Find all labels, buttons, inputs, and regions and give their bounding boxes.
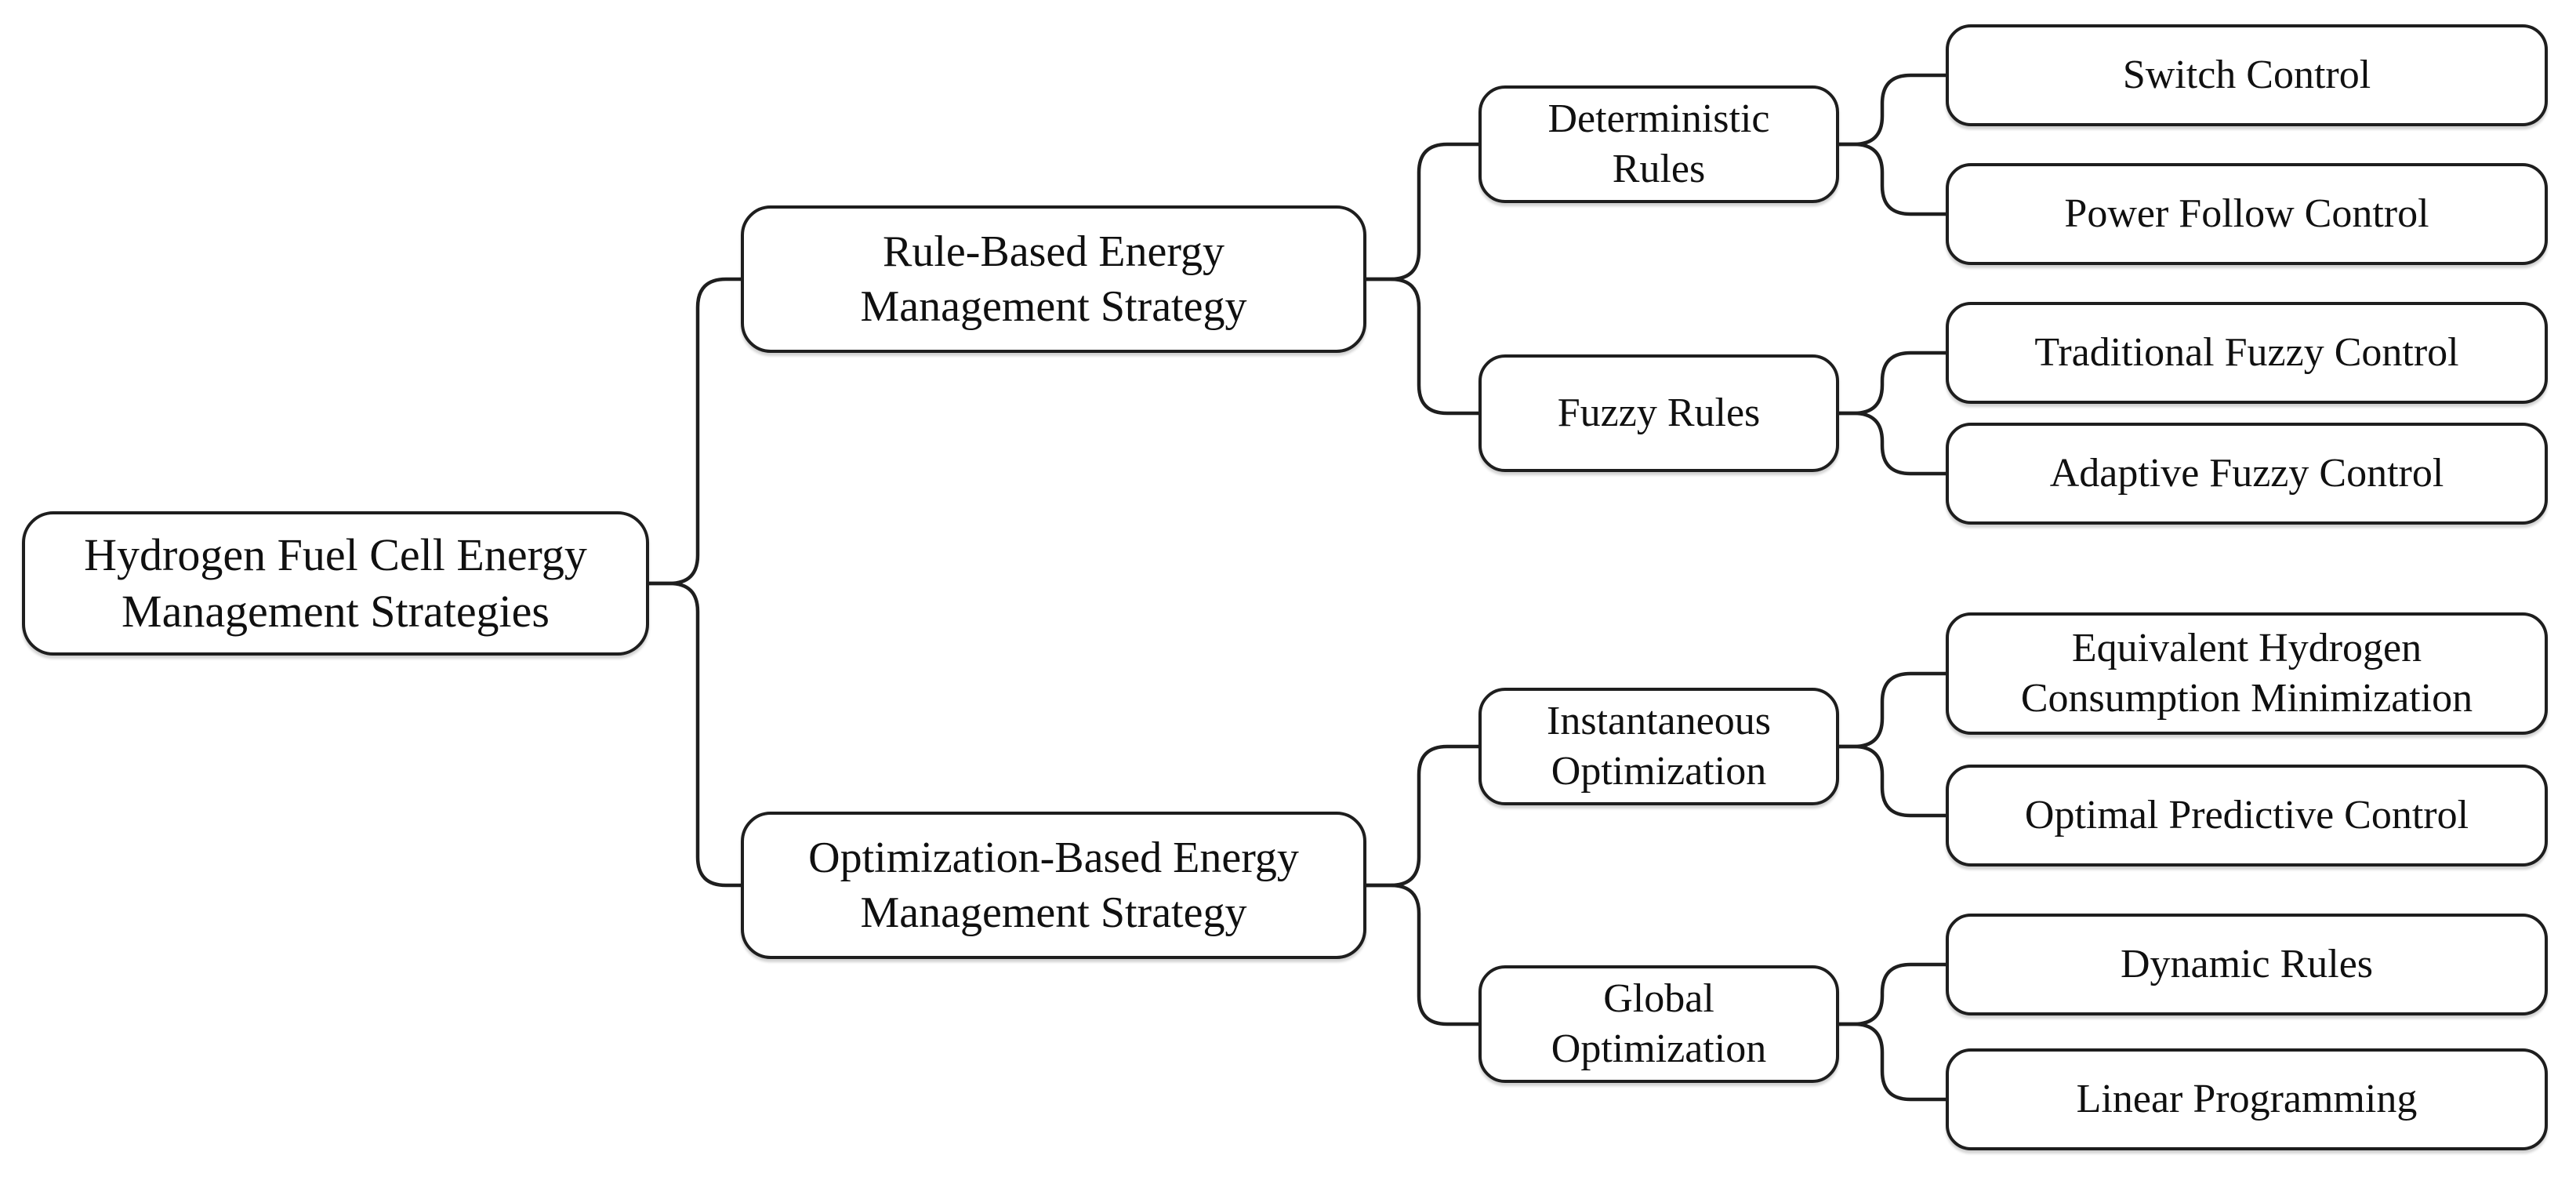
node-fuzzy-rules-label: Fuzzy Rules bbox=[1557, 391, 1761, 435]
connector-deterministic-switch bbox=[1837, 73, 1948, 147]
node-global-optimization-label: Global Optimization bbox=[1551, 976, 1767, 1071]
connector-fuzzy-traditional bbox=[1837, 351, 1948, 416]
node-adaptive-fuzzy-control: Adaptive Fuzzy Control bbox=[1946, 423, 2548, 525]
connector-fuzzy-adaptive bbox=[1837, 411, 1948, 476]
node-global-optimization: Global Optimization bbox=[1478, 965, 1839, 1083]
node-traditional-fuzzy-control-label: Traditional Fuzzy Control bbox=[2034, 330, 2459, 375]
node-deterministic-rules-label: Deterministic Rules bbox=[1547, 96, 1770, 191]
node-root-label: Hydrogen Fuel Cell Energy Management Str… bbox=[84, 529, 587, 637]
node-power-follow-control: Power Follow Control bbox=[1946, 163, 2548, 265]
node-optimization-based-label: Optimization-Based Energy Management Str… bbox=[808, 834, 1299, 937]
connector-instantaneous-equivalent bbox=[1837, 671, 1948, 749]
connector-rule-based-deterministic bbox=[1364, 142, 1481, 282]
node-root: Hydrogen Fuel Cell Energy Management Str… bbox=[22, 511, 649, 656]
connector-root-optimization-based bbox=[647, 581, 743, 888]
node-optimal-predictive-control: Optimal Predictive Control bbox=[1946, 765, 2548, 866]
node-switch-control: Switch Control bbox=[1946, 24, 2548, 126]
node-traditional-fuzzy-control: Traditional Fuzzy Control bbox=[1946, 302, 2548, 404]
node-optimal-predictive-control-label: Optimal Predictive Control bbox=[2024, 793, 2469, 837]
node-switch-control-label: Switch Control bbox=[2122, 53, 2371, 97]
node-power-follow-control-label: Power Follow Control bbox=[2064, 191, 2429, 236]
node-deterministic-rules: Deterministic Rules bbox=[1478, 85, 1839, 203]
node-optimization-based: Optimization-Based Energy Management Str… bbox=[741, 812, 1366, 959]
node-instantaneous-optimization-label: Instantaneous Optimization bbox=[1547, 699, 1771, 794]
connector-global-dynamic bbox=[1837, 962, 1948, 1026]
connector-root-rule-based bbox=[647, 277, 743, 586]
node-dynamic-rules: Dynamic Rules bbox=[1946, 914, 2548, 1015]
node-equivalent-hydrogen-label: Equivalent Hydrogen Consumption Minimiza… bbox=[2020, 626, 2473, 721]
node-instantaneous-optimization: Instantaneous Optimization bbox=[1478, 688, 1839, 805]
connector-optimization-instantaneous bbox=[1364, 744, 1481, 888]
node-linear-programming-label: Linear Programming bbox=[2076, 1077, 2418, 1121]
node-equivalent-hydrogen-consumption-minimization: Equivalent Hydrogen Consumption Minimiza… bbox=[1946, 612, 2548, 735]
node-fuzzy-rules: Fuzzy Rules bbox=[1478, 354, 1839, 472]
node-rule-based-label: Rule-Based Energy Management Strategy bbox=[860, 227, 1247, 331]
node-rule-based: Rule-Based Energy Management Strategy bbox=[741, 205, 1366, 353]
connector-instantaneous-optimal bbox=[1837, 744, 1948, 818]
connector-deterministic-power-follow bbox=[1837, 142, 1948, 216]
connector-rule-based-fuzzy bbox=[1364, 277, 1481, 416]
node-linear-programming: Linear Programming bbox=[1946, 1048, 2548, 1150]
connector-optimization-global bbox=[1364, 883, 1481, 1026]
node-dynamic-rules-label: Dynamic Rules bbox=[2120, 942, 2374, 986]
connector-global-linear bbox=[1837, 1022, 1948, 1102]
node-adaptive-fuzzy-control-label: Adaptive Fuzzy Control bbox=[2049, 451, 2444, 496]
